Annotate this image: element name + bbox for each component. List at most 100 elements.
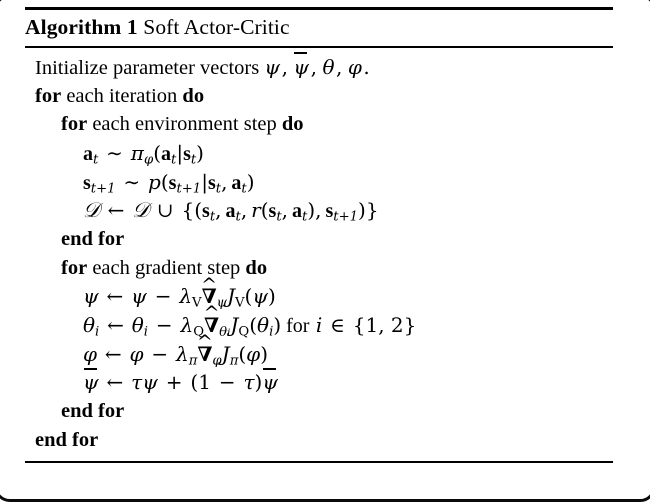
line-append-replay-buffer: 𝒟 ← 𝒟 ∪ {(st, at, r(st, at), st+1)} <box>83 198 379 225</box>
keyword-end-for-1: end for <box>61 227 125 250</box>
math-sub-pi-2: π <box>229 353 239 369</box>
keyword-do-2: do <box>281 113 304 136</box>
line-for-environment-step: for each environment step do <box>25 110 613 139</box>
math-s-2: s <box>83 171 91 194</box>
math-sub-t-8: t <box>276 209 282 225</box>
keyword-end-for-3: end for <box>35 428 99 451</box>
math-psi-2: ψ <box>131 284 147 309</box>
math-sub-t-plus-1: t+1 <box>90 181 116 197</box>
math-sub-pi-1: π <box>188 353 198 369</box>
math-phi-1: φ <box>83 341 98 366</box>
math-s-5: s <box>202 200 210 223</box>
symbol-psi-bar: ψ <box>293 52 309 82</box>
math-sub-i-2: i <box>143 324 149 340</box>
line-initialize: Initialize parameter vectors ψ, ψ, θ, φ. <box>25 52 613 82</box>
symbol-phi: φ <box>347 54 362 79</box>
math-psi-4: ψ <box>142 370 158 395</box>
symbol-tilde-1: ∼ <box>106 140 123 165</box>
symbol-tilde-2: ∼ <box>123 169 141 194</box>
symbol-psi: ψ <box>264 54 281 79</box>
math-r: r <box>251 198 261 223</box>
line-update-psi: ψ ← ψ − λV∇ψJV(ψ) <box>25 282 613 311</box>
line-end-for-gradient-step: end for <box>25 397 613 426</box>
math-s-7: s <box>325 200 334 223</box>
math-sub-t-6: t <box>209 209 216 225</box>
keyword-end-for-2: end for <box>61 400 125 423</box>
math-a-2: a <box>161 142 171 165</box>
math-sub-t-9: t <box>302 209 308 225</box>
math-psi-bar-1: ψ <box>83 367 99 397</box>
math-index-set: {1, 2} <box>352 313 417 338</box>
math-lambda-3: λ <box>176 341 189 366</box>
initialize-text: Initialize parameter vectors <box>35 56 260 79</box>
math-J-2: J <box>230 313 239 338</box>
symbol-comma-2: , <box>310 54 317 79</box>
algorithm-label: Algorithm 1 <box>25 15 138 39</box>
math-sub-psi-1: ψ <box>216 296 227 312</box>
math-sub-t-4: t <box>215 181 222 197</box>
math-psi-3: ψ <box>252 284 269 309</box>
symbol-comma-3: , <box>336 54 343 79</box>
keyword-do-1: do <box>182 84 205 107</box>
math-sub-t-plus-1-b: t+1 <box>176 181 202 197</box>
math-phi-2: φ <box>129 341 144 366</box>
symbol-theta: θ <box>322 54 335 79</box>
text-for-inline: for <box>286 315 310 338</box>
text-each-gradient-step: each gradient step <box>92 256 241 279</box>
math-a-4: a <box>225 200 236 223</box>
math-phi-3: φ <box>246 341 261 366</box>
keyword-do-3: do <box>245 256 268 279</box>
math-s: s <box>183 142 191 165</box>
math-s-4: s <box>207 171 216 194</box>
symbol-leftarrow-3: ← <box>107 313 124 338</box>
math-sub-i-3: i <box>269 324 274 340</box>
keyword-for-1: for <box>35 84 62 107</box>
text-each-environment-step: each environment step <box>92 113 277 136</box>
math-psi-bar-2: ψ <box>262 367 278 397</box>
math-lambda-1: λ <box>179 284 193 309</box>
math-dataset-1: 𝒟 <box>83 198 100 223</box>
math-a-3: a <box>231 171 242 194</box>
line-sample-next-state: st+1 ∼ p(st+1|st, at) <box>83 169 255 197</box>
symbol-comma-1: , <box>281 54 288 79</box>
math-sub-t-5: t <box>241 181 247 197</box>
math-sub-t-plus-1-c: t+1 <box>333 209 359 225</box>
math-theta-3: θ <box>257 313 270 338</box>
nabla-hat-icon-3: ∇ <box>197 340 212 369</box>
symbol-in: ∈ <box>330 313 345 338</box>
line-for-iteration: for each iteration do <box>25 82 613 111</box>
symbol-leftarrow-1: ← <box>107 198 125 223</box>
math-sub-phi: φ <box>143 152 154 168</box>
algorithm-bottom-rule <box>25 461 613 464</box>
algorithm-name: Soft Actor-Critic <box>143 15 290 39</box>
line-update-theta: θi ← θi − λQ∇θiJQ(θi) for i ∈ {1, 2} <box>25 311 613 340</box>
math-sub-t-7: t <box>235 209 241 225</box>
line-end-for-iteration: end for <box>25 426 613 455</box>
math-a: a <box>83 142 93 165</box>
text-each-iteration: each iteration <box>66 84 178 107</box>
math-s-6: s <box>268 200 277 223</box>
line-update-phi: φ ← φ − λπ∇φJπ(φ) <box>25 340 613 369</box>
math-sub-t-3: t <box>190 152 197 168</box>
symbol-leftarrow-4: ← <box>104 341 122 366</box>
line-end-for-environment-step: end for <box>25 225 613 254</box>
algorithm-body: Initialize parameter vectors ψ, ψ, θ, φ.… <box>25 48 613 462</box>
math-sub-phi-1: φ <box>212 353 222 369</box>
math-J-1: J <box>226 284 235 309</box>
math-sub-t-2: t <box>171 152 177 168</box>
math-one: 1 <box>198 370 211 395</box>
symbol-leftarrow-2: ← <box>106 284 124 309</box>
math-pi: π <box>130 140 144 165</box>
math-sub-V-1: V <box>192 296 202 312</box>
math-a-5: a <box>292 200 303 223</box>
line-update-psi-bar: ψ ← τψ + (1 − τ)ψ <box>25 367 613 397</box>
algorithm-block: Algorithm 1 Soft Actor-Critic Initialize… <box>25 7 613 464</box>
line-sample-action: at ∼ πφ(at|st) <box>83 140 204 168</box>
math-theta-2: θ <box>131 313 144 338</box>
math-sub-V-2: V <box>235 296 245 312</box>
algorithm-top-rule <box>25 7 613 10</box>
math-tau-2: τ <box>243 370 255 395</box>
keyword-for-3: for <box>61 256 88 279</box>
math-dataset-2: 𝒟 <box>132 198 150 223</box>
